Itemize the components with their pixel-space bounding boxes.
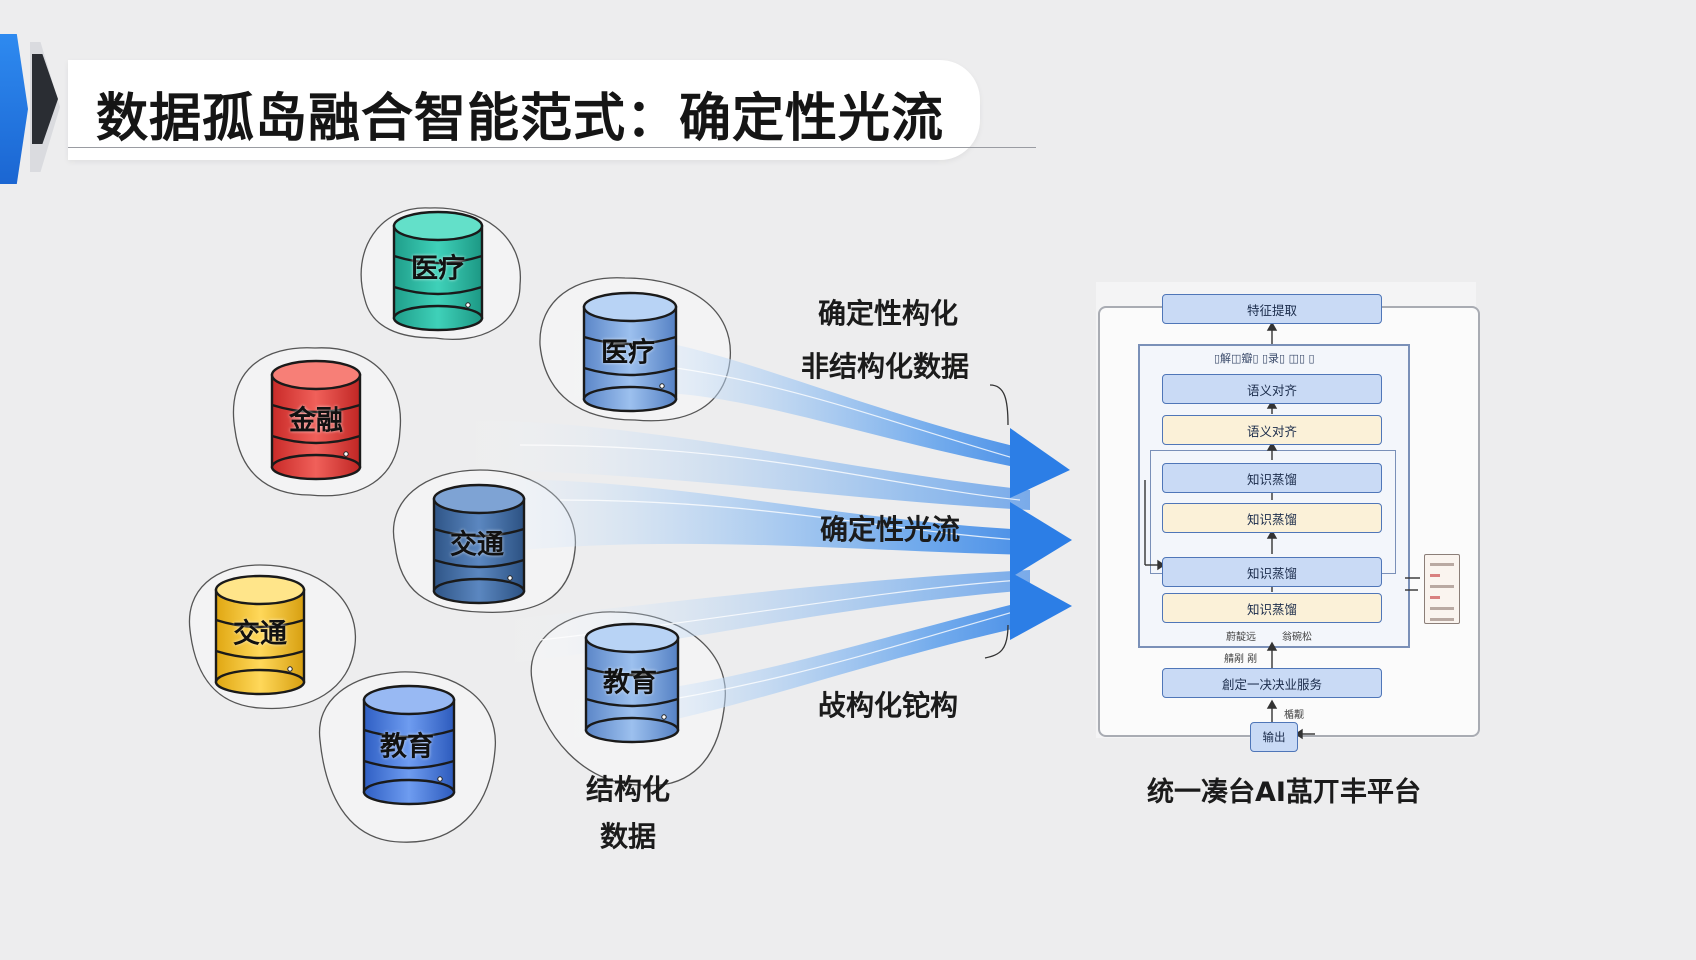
flow-arrow-bottom (1010, 572, 1072, 640)
block-semantic-align-1: 语义对齐 (1162, 374, 1382, 404)
flow-label-top-line1: 确定性构化 (818, 297, 959, 330)
flow-label-middle: 确定性光流 (820, 513, 961, 546)
small-label-side: 楯觏 (1284, 710, 1304, 721)
block-distill-2: 知识蒸馏 (1162, 503, 1382, 533)
block-semantic-align-2: 语义对齐 (1162, 415, 1382, 445)
db-jiaotong-dark (432, 483, 526, 605)
db-jiaotong-yellow (214, 574, 306, 696)
flow-arrow-top (1010, 428, 1070, 498)
structured-label-line1: 结构化 (586, 773, 671, 806)
platform-caption: 统一凑台AI䓵丌丰平台 (1147, 777, 1421, 808)
block-distill-4: 知识蒸馏 (1162, 593, 1382, 623)
page-title: 数据孤岛融合智能范式：确定性光流 (96, 89, 945, 149)
small-label-left: 蔚靛远 (1226, 632, 1256, 643)
flow-label-top-line2: 非结构化数据 (801, 350, 970, 383)
db-label-jiaotong-yellow: 交通 (233, 618, 287, 650)
db-label-jiaoyu-blue: 教育 (380, 731, 434, 763)
block-distill-1: 知识蒸馏 (1162, 463, 1382, 493)
title-underline (68, 147, 1036, 148)
db-indicator-dots (287, 302, 667, 782)
flow-label-bottom: 敁构化铊构 (818, 689, 959, 722)
block-output: 输出 (1250, 722, 1298, 752)
title-banner (68, 60, 980, 160)
db-label-yiliao-blue: 医疗 (601, 337, 655, 369)
small-label-left2: 䑶剐 剐 (1224, 654, 1258, 665)
structured-label-line2: 数据 (600, 820, 657, 853)
block-feature-extraction: 特征提取 (1162, 294, 1382, 324)
block-distill-3: 知识蒸馏 (1162, 557, 1382, 587)
document-icon (1424, 554, 1460, 624)
block-header-row: ▯解◫瓣▯ ▯录▯ ◫▯ ▯ (1214, 352, 1315, 365)
small-label-right: 翁碗松 (1282, 632, 1312, 643)
db-label-jiaoyu-top: 教育 (603, 667, 657, 699)
db-label-yiliao-green: 医疗 (411, 253, 465, 285)
block-service: 創定一决决业服务 (1162, 668, 1382, 698)
db-label-jinrong: 金融 (289, 405, 343, 437)
db-jiaoyu-blue (362, 684, 456, 806)
db-jiaoyu-top (584, 622, 680, 744)
database-cylinders (214, 210, 680, 806)
flow-arrow-middle (1010, 502, 1072, 578)
db-label-jiaotong-dark: 交通 (450, 529, 504, 561)
